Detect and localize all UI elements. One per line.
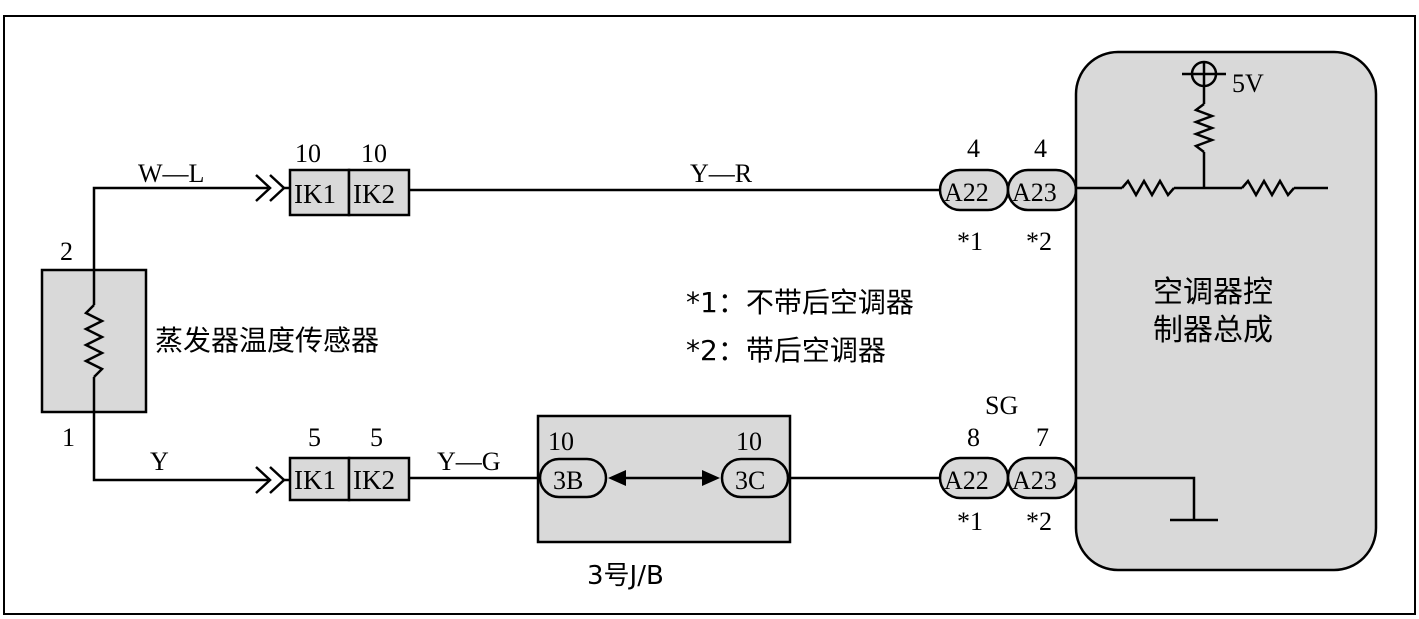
connector-a23-bottom-note: *2 <box>1026 507 1052 536</box>
connector-3b-label: 3B <box>553 466 583 495</box>
connector-a22-top-pin: 4 <box>967 134 980 163</box>
connector-ik1-bottom-pin: 5 <box>308 423 321 452</box>
diagram-frame <box>3 15 1416 615</box>
sensor-pin-1: 1 <box>62 423 75 452</box>
connector-a22-top-label: A22 <box>944 178 989 207</box>
ac-controller-box <box>1074 50 1378 572</box>
connector-a22-bottom-note: *1 <box>957 507 983 536</box>
connector-ik2-bottom <box>347 456 411 502</box>
ac-controller-name-line2: 制器总成 <box>1153 313 1273 348</box>
connector-a23-bottom-pin: 7 <box>1036 423 1049 452</box>
connector-arrow-bottom <box>255 466 272 494</box>
connector-ik2-top-pin: 10 <box>361 139 387 168</box>
connector-ik1-top-label: IK1 <box>294 179 336 209</box>
connector-a22-top-note: *1 <box>957 227 983 256</box>
wire-label-w-l: W—L <box>138 159 204 188</box>
wire-label-y: Y <box>150 447 169 476</box>
connector-ik2-bottom-label: IK2 <box>353 465 395 495</box>
pullup-resistor <box>1192 103 1216 153</box>
connector-a23-bottom-label: A23 <box>1012 466 1057 495</box>
wire-label-y-r: Y—R <box>690 159 753 188</box>
connector-3b-pin: 10 <box>548 427 574 456</box>
wire-label-y-g: Y—G <box>437 447 501 476</box>
supply-voltage-label: 5V <box>1232 69 1264 98</box>
connector-3c-pin: 10 <box>736 427 762 456</box>
sensor-resistor <box>83 304 105 378</box>
sensor-pin-2: 2 <box>60 237 73 266</box>
connector-ik2-top <box>347 168 411 217</box>
connector-ik1-bottom-label: IK1 <box>294 465 336 495</box>
output-resistor <box>1241 178 1295 198</box>
note-2: *2：带后空调器 <box>686 334 886 367</box>
connector-ik1-bottom <box>288 456 351 502</box>
connector-a23-top-label: A23 <box>1012 178 1057 207</box>
connector-a22-bottom-label: A22 <box>944 466 989 495</box>
connector-a23-top-pin: 4 <box>1034 134 1047 163</box>
note-1: *1：不带后空调器 <box>686 286 914 319</box>
connector-ik1-top <box>288 168 351 217</box>
ac-controller-name-line1: 空调器控 <box>1153 275 1273 310</box>
arrowhead-right <box>702 470 720 486</box>
junction-block-label: 3号J/B <box>587 561 664 591</box>
connector-ik1-top-pin: 10 <box>295 139 321 168</box>
connector-3b <box>538 457 608 499</box>
connector-a22-bottom-pin: 8 <box>967 423 980 452</box>
arrowhead-left <box>608 470 626 486</box>
connector-a23-top-note: *2 <box>1026 227 1052 256</box>
input-resistor <box>1121 178 1175 198</box>
sensor-name: 蒸发器温度传感器 <box>155 324 379 357</box>
connector-arrow-top <box>255 174 272 202</box>
connector-ik2-top-label: IK2 <box>353 179 395 209</box>
signal-ground-label: SG <box>985 391 1018 420</box>
connector-ik2-bottom-pin: 5 <box>370 423 383 452</box>
connector-3c-label: 3C <box>735 466 765 495</box>
